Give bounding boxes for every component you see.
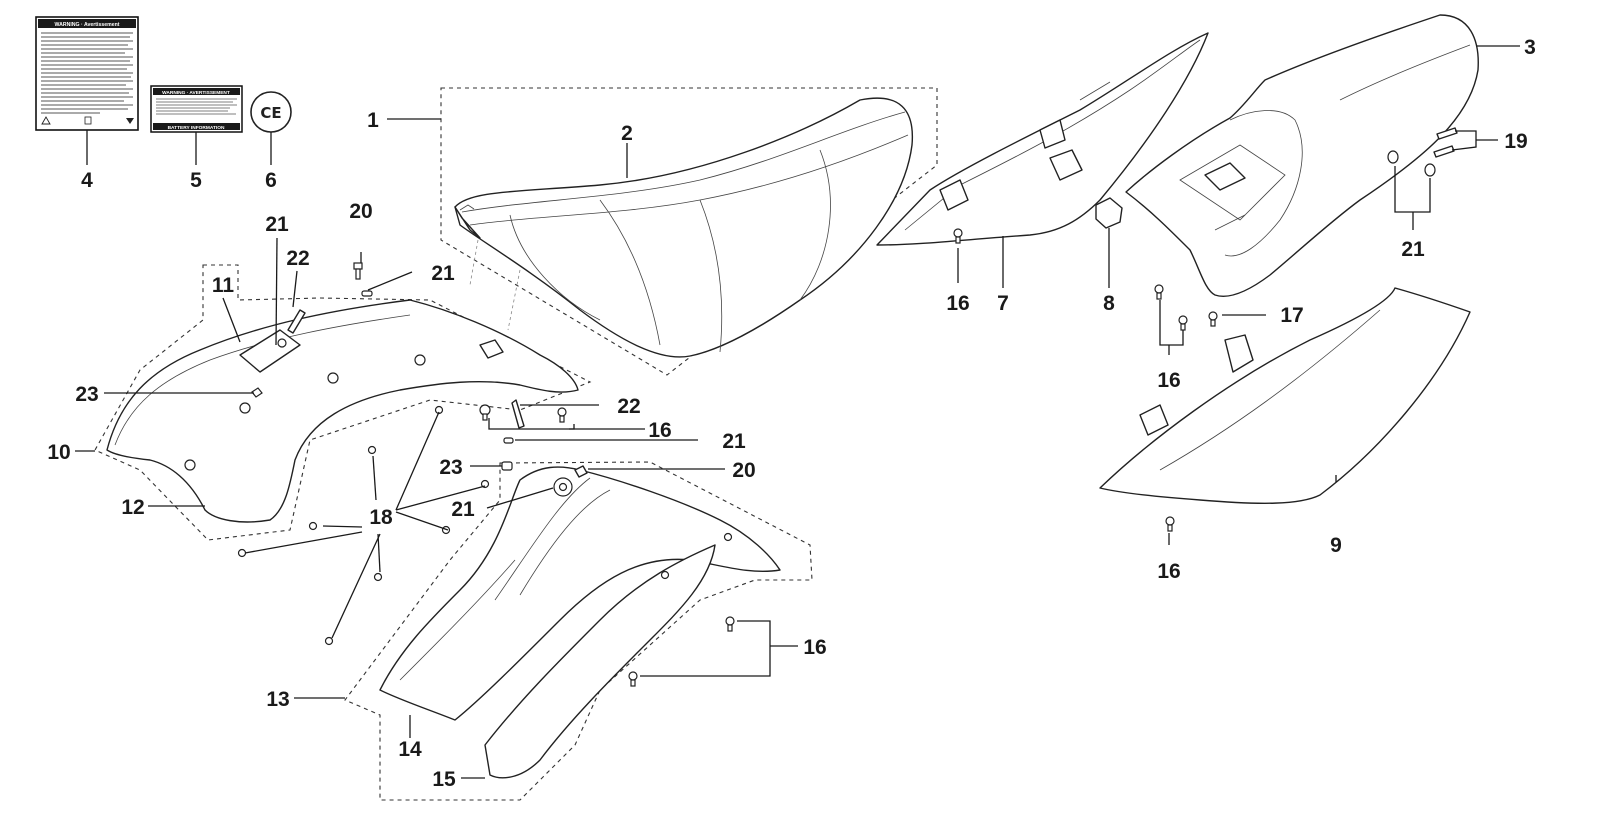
callout-9: 9 — [1330, 534, 1342, 557]
screw-16-c — [725, 616, 735, 632]
battery-info-banner: BATTERY INFORMATION — [168, 125, 225, 131]
screw-16-e — [953, 228, 963, 244]
callout-16-c: 16 — [803, 636, 826, 659]
callout-22-a: 22 — [286, 247, 309, 270]
bolt-22-right — [511, 399, 525, 429]
screw-16-a — [479, 404, 491, 421]
screw-16-f — [1154, 284, 1164, 300]
callout-15: 15 — [432, 768, 456, 791]
ce-mark-text: CE — [260, 104, 281, 122]
side-panel-9 — [1099, 287, 1471, 504]
callout-20-a: 20 — [349, 200, 372, 223]
callout-8: 8 — [1103, 292, 1115, 315]
washer-21-mid — [503, 437, 514, 444]
callout-2: 2 — [621, 122, 633, 145]
callout-16-b: 16 — [648, 419, 671, 442]
washer-21-b — [1424, 163, 1436, 177]
screw-18-g — [373, 572, 383, 582]
rear-fender-3 — [1125, 14, 1479, 297]
clip-23-right — [501, 461, 513, 471]
bolt-22-left — [287, 309, 306, 334]
battery-label-header: WARNING · AVERTISSEMENT — [162, 90, 230, 96]
callout-16-e: 16 — [1157, 560, 1180, 583]
warning-label-large: WARNING · Avertissement — [35, 16, 139, 131]
callout-12: 12 — [121, 496, 144, 519]
screw-18-e — [441, 525, 451, 535]
callout-1: 1 — [367, 109, 379, 132]
battery-information-label: WARNING · AVERTISSEMENT BATTERY INFORMAT… — [150, 85, 243, 133]
callout-21-c: 21 — [722, 430, 746, 453]
screw-16-d — [628, 671, 638, 687]
warning-triangle-icon — [41, 116, 51, 125]
fasteners — [237, 127, 1458, 687]
screw-18-h — [324, 636, 334, 646]
ce-mark-decal: CE — [250, 91, 292, 133]
callout-23-b: 23 — [439, 456, 462, 479]
callout-21-a: 21 — [265, 213, 289, 236]
screw-18-b — [367, 445, 377, 455]
callout-3: 3 — [1524, 36, 1536, 59]
rear-side-panel-left — [876, 32, 1209, 246]
side-panel-12 — [106, 299, 579, 523]
screw-18-f — [237, 548, 247, 558]
screw-18-d — [308, 521, 318, 531]
seat-assembly — [440, 87, 938, 376]
screw-18-c — [480, 479, 490, 489]
clip-8 — [1095, 197, 1123, 229]
callout-10: 10 — [47, 441, 70, 464]
screw-16-h — [1165, 516, 1175, 532]
callout-labels: 1 2 3 4 5 6 7 8 9 10 11 12 13 14 15 16 1… — [47, 36, 1536, 791]
callout-21-b: 21 — [431, 262, 455, 285]
callout-19: 19 — [1504, 130, 1527, 153]
callout-18: 18 — [369, 506, 393, 529]
bolt-19-b — [1433, 145, 1455, 158]
bolt-19-a — [1436, 127, 1458, 140]
callout-16-a: 16 — [946, 292, 969, 315]
callout-6: 6 — [265, 169, 277, 192]
screw-16-g — [1178, 315, 1188, 331]
side-panel-14 — [379, 466, 781, 721]
group-13-outline — [344, 461, 813, 801]
lower-side-panel-group — [344, 461, 813, 801]
callout-16-d: 16 — [1157, 369, 1180, 392]
callout-13: 13 — [266, 688, 289, 711]
screw-17 — [1208, 311, 1218, 327]
callout-14: 14 — [398, 738, 422, 761]
front-side-panel-group — [94, 264, 592, 541]
rear-side-panel-right — [1099, 287, 1471, 504]
callout-7: 7 — [997, 292, 1009, 315]
callout-11: 11 — [212, 274, 235, 297]
callout-23-a: 23 — [75, 383, 98, 406]
brand-mark-icon — [126, 118, 134, 124]
washer-21-a — [1387, 150, 1399, 164]
screw-16-b — [557, 407, 567, 423]
callout-21-d: 21 — [451, 498, 475, 521]
callout-4: 4 — [81, 169, 93, 192]
washer-21-top — [361, 290, 373, 297]
callout-20-b: 20 — [732, 459, 755, 482]
callout-17: 17 — [1280, 304, 1303, 327]
seat-part — [454, 97, 914, 358]
callout-22-b: 22 — [617, 395, 640, 418]
leader-lines — [75, 45, 1520, 779]
callout-5: 5 — [190, 169, 202, 192]
warning-label-large-header: WARNING · Avertissement — [54, 22, 119, 28]
callout-21-e: 21 — [1401, 238, 1425, 261]
side-panel-15 — [484, 544, 716, 779]
clip-23-left — [251, 387, 263, 398]
bolt-20-top — [353, 262, 363, 280]
bin-icon — [84, 116, 92, 125]
